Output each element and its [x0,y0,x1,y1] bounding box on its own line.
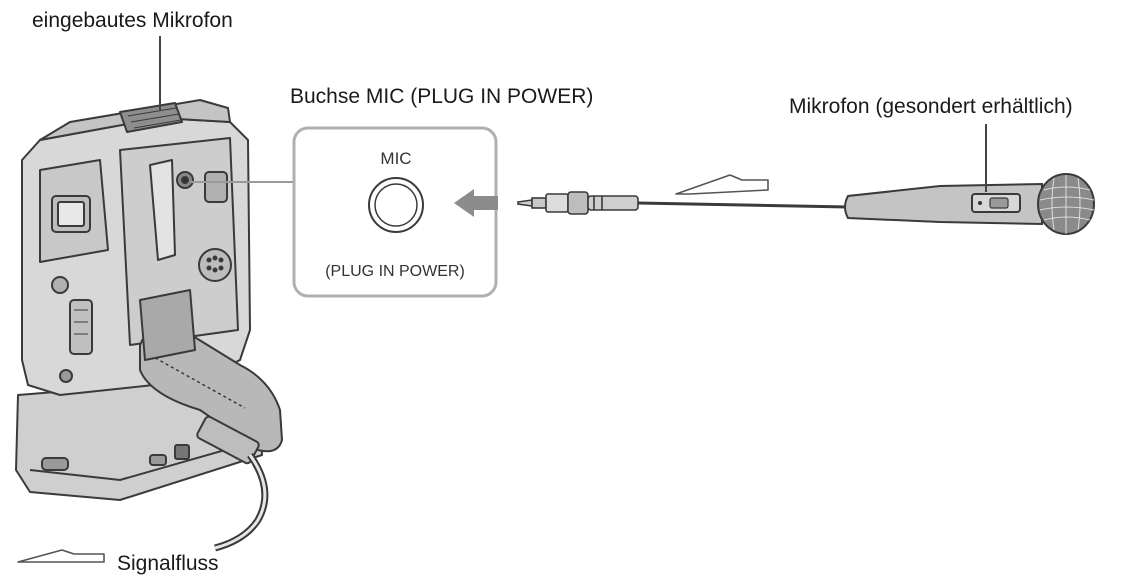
legend-arrow [17,549,105,563]
builtin-mic-label: eingebautes Mikrofon [32,9,233,32]
callout-jack-sublabel: (PLUG IN POWER) [325,263,465,280]
speaker-grille [198,248,232,282]
external-microphone [844,173,1095,235]
mic-plug [517,191,639,215]
mic-head [1037,173,1095,235]
builtin-mic-grille [119,102,183,133]
camcorder-illustration [15,99,283,552]
signal-flow-arrow [675,174,769,195]
dock-button [41,457,69,471]
external-mic-label: Mikrofon (gesondert erhältlich) [789,95,1073,118]
insert-arrow [454,189,498,217]
jack-callout [190,126,498,298]
jack-cover [149,159,176,261]
signal-flow-legend-label: Signalfluss [117,552,219,575]
mic-jack-label: Buchse MIC (PLUG IN POWER) [290,85,594,108]
callout-jack-label: MIC [380,149,412,168]
mic-cable [637,201,849,209]
